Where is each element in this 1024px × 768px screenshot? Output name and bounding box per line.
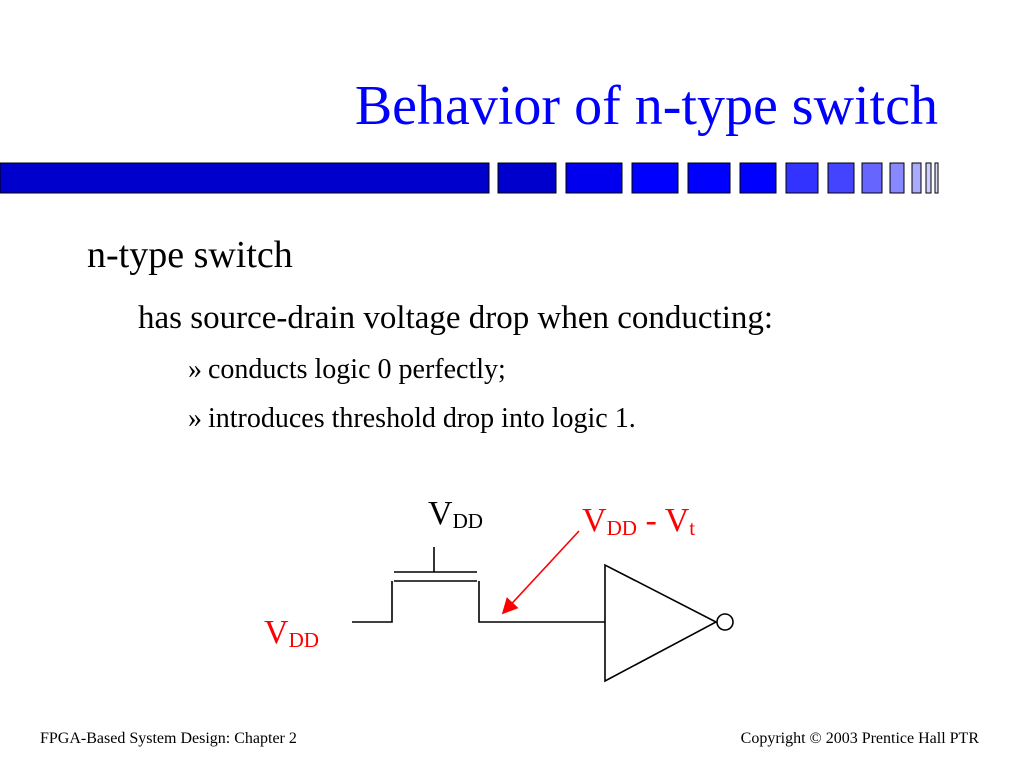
footer-right: Copyright © 2003 Prentice Hall PTR (740, 730, 979, 747)
bullet-level1: n-type switch (87, 234, 293, 276)
annotation-arrow (501, 530, 580, 615)
bar-segment (861, 162, 883, 194)
bar-segment (739, 162, 777, 194)
bullet-level2: has source-drain voltage drop when condu… (138, 300, 774, 336)
inverter (604, 563, 734, 683)
bar-segment (631, 162, 679, 194)
bullet-level3-item: »introduces threshold drop into logic 1. (188, 405, 636, 433)
bar-segment (687, 162, 731, 194)
bar-segment (0, 162, 490, 194)
source-lead (352, 581, 393, 623)
bar-segment (785, 162, 819, 194)
bar-segment (911, 162, 922, 194)
nmos-transistor (352, 547, 605, 623)
bar-segment (497, 162, 557, 194)
input-voltage-label: VDD (264, 614, 320, 652)
bullet-text: conducts logic 0 perfectly; (208, 354, 506, 385)
gate-voltage-label: VDD (428, 495, 484, 533)
bullet-level3-item: »conducts logic 0 perfectly; (188, 356, 506, 384)
bar-segment (925, 162, 932, 194)
output-voltage-label: VDD - Vt (582, 502, 696, 540)
bar-segment (565, 162, 623, 194)
bullet-marker: » (188, 354, 202, 385)
drain-lead (478, 581, 605, 623)
inverter-bubble (716, 613, 734, 631)
bar-segment (934, 162, 939, 194)
bar-segment (889, 162, 905, 194)
bullet-text: introduces threshold drop into logic 1. (208, 403, 636, 434)
inverter-triangle (604, 563, 718, 683)
bullet-marker: » (188, 403, 202, 434)
bar-segment (827, 162, 855, 194)
footer-left: FPGA-Based System Design: Chapter 2 (40, 730, 297, 747)
slide-title: Behavior of n-type switch (354, 75, 938, 137)
title-decoration-bar (0, 162, 939, 194)
